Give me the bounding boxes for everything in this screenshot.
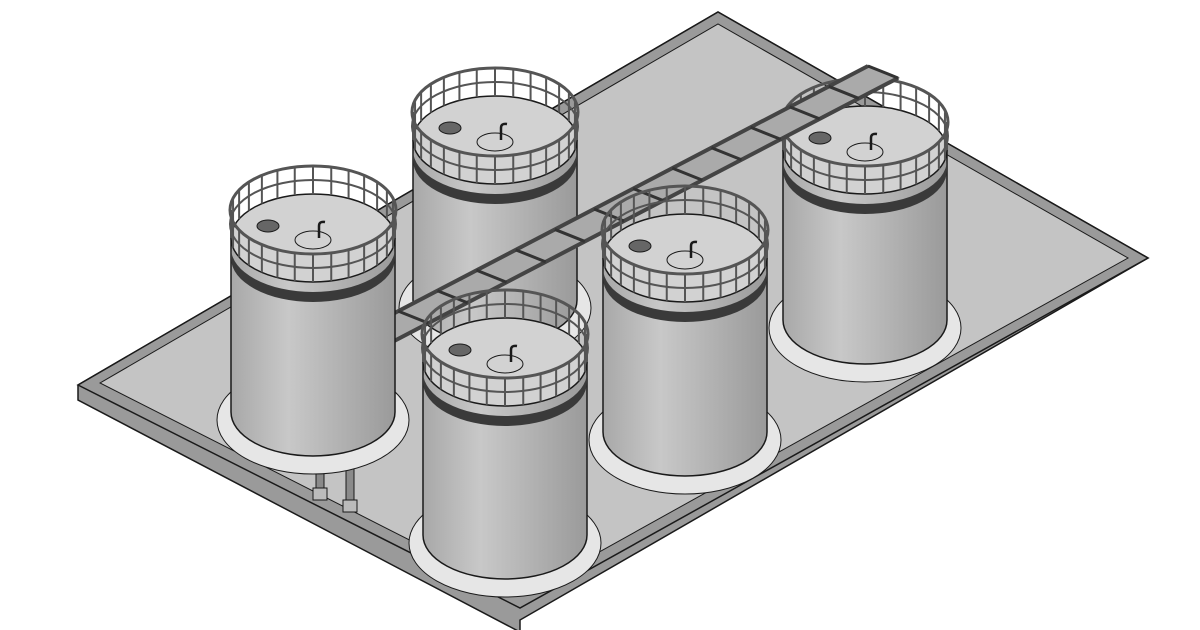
manhole (448, 343, 472, 357)
rack-crossmember (515, 248, 547, 264)
manhole (628, 239, 652, 253)
tank-ring-band (783, 160, 947, 214)
roof-nozzle (846, 142, 884, 162)
vent-pipe (317, 220, 326, 238)
rack-crossmember (476, 268, 508, 284)
vent-pipe (509, 344, 518, 362)
rack-crossmember (436, 289, 468, 305)
tank-ring-band (413, 150, 577, 204)
rack-crossmember (554, 228, 586, 243)
roof-nozzle (294, 230, 332, 250)
rack-crossmember (867, 64, 899, 80)
roof-nozzle (476, 132, 514, 152)
manhole (256, 219, 280, 233)
rack-crossmember (750, 125, 782, 141)
tank-front-right (588, 184, 782, 495)
rack-crossmember (632, 187, 664, 202)
manhole (808, 131, 832, 145)
rack-crossmember (789, 105, 821, 121)
tank-ring-band (231, 248, 395, 302)
vent-pipe (499, 122, 508, 140)
tank-front-center (408, 288, 602, 598)
roof-nozzle (486, 354, 524, 374)
tank-back-right (768, 76, 962, 383)
rack-crossmember (710, 146, 742, 162)
rack-crossmember (828, 85, 860, 100)
vent-pipe (869, 132, 878, 150)
column-footing (312, 487, 328, 501)
roof-nozzle (666, 250, 704, 270)
rack-crossmember (593, 207, 625, 223)
tank-left (216, 164, 410, 475)
vent-pipe (689, 240, 698, 258)
rack-crossmember (397, 309, 429, 325)
tank-ring-band (603, 268, 767, 322)
rack-crossmember (671, 166, 703, 182)
tank-ring-band (423, 372, 587, 426)
column-footing (342, 499, 358, 513)
manhole (438, 121, 462, 135)
